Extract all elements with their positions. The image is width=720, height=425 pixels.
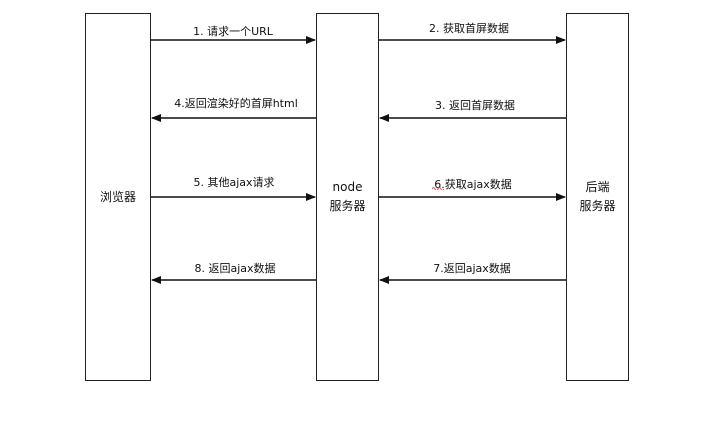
backend-server-label: 后端 服务器 xyxy=(579,180,616,213)
spellcheck-squiggle xyxy=(432,187,444,190)
node-server-box: node 服务器 xyxy=(316,13,379,381)
message-label-7: 7.返回ajax数据 xyxy=(433,262,511,275)
message-label-4: 4.返回渲染好的首屏html xyxy=(174,97,298,110)
message-label-5: 5. 其他ajax请求 xyxy=(193,176,275,189)
message-label-1: 1. 请求一个URL xyxy=(193,25,273,38)
message-label-2: 2. 获取首屏数据 xyxy=(429,22,509,35)
node-server-label: node 服务器 xyxy=(329,180,366,213)
message-label-6: 6.获取ajax数据 xyxy=(434,178,512,191)
browser-label: 浏览器 xyxy=(99,189,136,204)
message-label-8: 8. 返回ajax数据 xyxy=(194,262,276,275)
backend-server-box: 后端 服务器 xyxy=(566,13,629,381)
browser-box: 浏览器 xyxy=(85,13,151,381)
message-label-3: 3. 返回首屏数据 xyxy=(435,99,515,112)
